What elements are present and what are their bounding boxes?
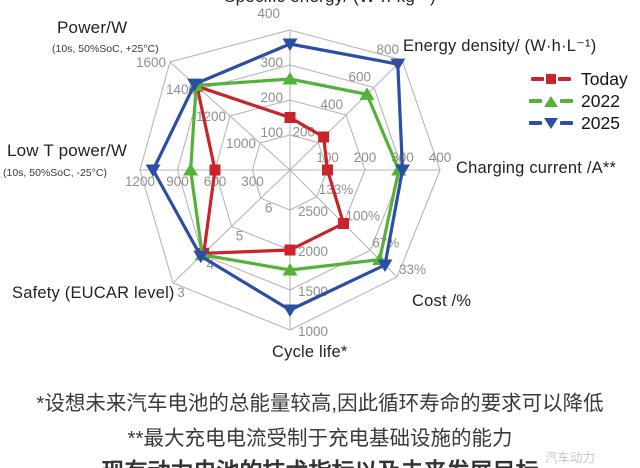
legend-label-2022: 2022: [581, 90, 620, 111]
marker-today-charging-current: [322, 164, 333, 176]
triangle-down-marker-icon: [544, 117, 558, 129]
tick-specific-energy-1: 100: [260, 125, 283, 140]
tick-cycle-life-3: 1500: [298, 284, 328, 299]
figure-caption: 现有动力电池的技术指标以及未来发展目标: [0, 452, 640, 468]
tick-energy-density-3: 600: [348, 70, 371, 85]
tick-safety-3: 4: [206, 257, 214, 272]
marker-today-cycle-life: [284, 244, 296, 256]
tick-charging-current-2: 200: [354, 150, 377, 165]
axis-sublabel-power: (10s, 50%SoC, +25°C): [52, 43, 159, 55]
axis-spoke-energy-density: [289, 59, 403, 171]
triangle-up-marker-icon: [544, 95, 558, 107]
tick-specific-energy-2: 200: [260, 90, 283, 105]
marker-2025-specific-energy: [282, 38, 298, 51]
legend: Today 2022 2025: [528, 68, 628, 133]
marker-2022-cycle-life: [282, 263, 298, 276]
axis-spoke-safety: [172, 169, 291, 284]
axis-label-charging-current: Charging current /A**: [456, 159, 617, 177]
tick-cost-4: 33%: [399, 262, 426, 277]
marker-today-low-t-power: [209, 164, 221, 176]
axis-sublabel-low-t-power: (10s, 50%SoC, -25°C): [3, 167, 107, 179]
tick-cycle-life-1: 2500: [298, 204, 328, 219]
square-marker-icon: [546, 74, 556, 84]
tick-cycle-life-4: 1000: [298, 324, 328, 339]
legend-line-2025: [528, 117, 574, 129]
axis-label-cycle-life: Cycle life*: [272, 343, 348, 361]
tick-power-1: 1000: [226, 136, 256, 151]
tick-low-t-power-3: 900: [166, 174, 189, 189]
tick-low-t-power-1: 300: [241, 174, 264, 189]
tick-safety-4: 3: [177, 285, 185, 300]
legend-label-2025: 2025: [581, 112, 620, 133]
tick-energy-density-2: 400: [320, 97, 343, 112]
marker-2022-specific-energy: [282, 72, 298, 85]
footnote-charging-current: **最大充电电流受制于充电基础设施的能力: [127, 427, 513, 450]
marker-today-energy-density: [318, 131, 330, 143]
marker-today-cost: [338, 218, 349, 229]
marker-2025-cost: [377, 259, 393, 272]
legend-item-today: Today: [528, 68, 628, 89]
marker-2025-safety: [193, 250, 209, 264]
marker-2025-cycle-life: [282, 304, 298, 317]
marker-2025-energy-density: [390, 58, 406, 72]
marker-2025-power: [187, 78, 203, 92]
tick-energy-density-4: 800: [376, 42, 399, 57]
marker-2022-low-t-power: [183, 163, 199, 176]
tick-cost-2: 100%: [346, 209, 381, 224]
axis-label-energy-density: Energy density/ (W·h·L⁻¹): [403, 37, 597, 55]
tick-cost-1: 133%: [319, 182, 354, 197]
legend-item-2025: 2025: [528, 112, 628, 133]
tick-cost-3: 67%: [372, 235, 399, 250]
tick-charging-current-4: 400: [429, 150, 452, 165]
tick-power-4: 1600: [136, 55, 166, 70]
tick-specific-energy-4: 400: [257, 6, 280, 21]
axis-label-safety: Safety (EUCAR level): [12, 284, 175, 302]
tick-low-t-power-4: 1200: [125, 174, 155, 189]
legend-item-2022: 2022: [528, 90, 628, 111]
tick-safety-2: 5: [236, 229, 244, 244]
tick-specific-energy-3: 300: [260, 55, 283, 70]
tick-power-2: 1200: [196, 109, 226, 124]
marker-2022-energy-density: [359, 87, 375, 100]
tick-cycle-life-2: 2000: [298, 244, 328, 259]
axis-spoke-power: [169, 61, 291, 171]
axis-label-specific-energy: Specific energy/ (W·h·kg⁻¹): [170, 0, 490, 7]
axis-label-power: Power/W: [57, 18, 128, 37]
legend-label-today: Today: [581, 68, 628, 89]
legend-line-2022: [528, 95, 574, 107]
tick-safety-1: 6: [265, 200, 273, 215]
legend-line-today: [528, 74, 574, 84]
axis-label-low-t-power: Low T power/W: [7, 141, 128, 160]
watermark: 汽车动力: [545, 451, 596, 465]
axis-label-cost: Cost /%: [412, 292, 472, 310]
marker-2025-low-t-power: [145, 164, 161, 177]
marker-2025-charging-current: [395, 164, 410, 177]
marker-today-specific-energy: [284, 112, 296, 123]
footnote-cycle-life: *设想未来汽车电池的总能量较高,因此循环寿命的要求可以降低: [36, 392, 604, 415]
